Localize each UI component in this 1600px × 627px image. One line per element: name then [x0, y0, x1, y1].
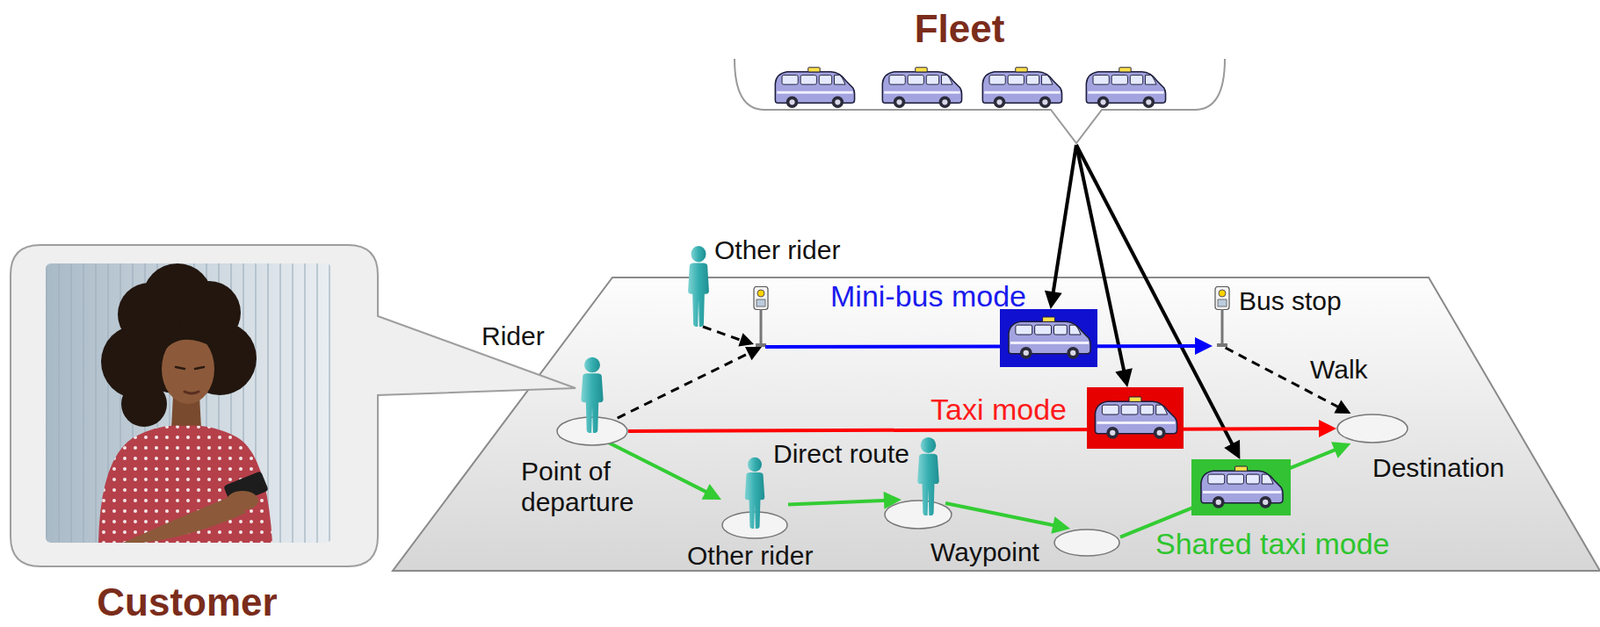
node-shape [1086, 387, 1184, 449]
bus-stop-icon [1212, 286, 1232, 348]
callout-outline [10, 245, 576, 567]
point-ellipse [1337, 414, 1408, 443]
connector-line [617, 352, 753, 419]
arrowhead [1194, 337, 1213, 355]
node-label: Destination [1372, 453, 1445, 485]
rider-figure [580, 357, 603, 434]
arrowhead [1114, 368, 1133, 388]
node-label: Shared taxi mode [1155, 527, 1255, 562]
node-shape [1336, 413, 1409, 444]
arrowhead [702, 484, 722, 500]
arrowhead [1333, 400, 1351, 414]
connector [1076, 144, 1240, 460]
node-label: Bus stop [1238, 286, 1342, 318]
rider-figure [917, 437, 940, 516]
text-label: Rider [481, 321, 545, 353]
connector-line [945, 503, 1058, 527]
connector-line [1120, 448, 1340, 538]
car-icon [882, 67, 962, 109]
ground-plane [392, 277, 1600, 572]
arrowhead [1318, 419, 1337, 438]
arrowhead [1331, 441, 1351, 459]
car-icon [1201, 466, 1283, 509]
connector [788, 492, 1071, 535]
customer-photo [45, 263, 332, 543]
node-shape [1191, 459, 1291, 516]
bus-stop-icon [1215, 287, 1230, 348]
rider-label: Other rider [714, 235, 840, 267]
connector-line [788, 500, 889, 506]
node-label: Point of departure [521, 456, 645, 518]
car-icon [1085, 67, 1166, 109]
mode-box: Shared taxi mode [1191, 459, 1291, 516]
arrowhead [745, 347, 762, 361]
walk-arrow [702, 326, 754, 347]
node-label: Waypoint [930, 537, 998, 569]
text-label: Direct route [773, 439, 910, 471]
node-label: Mini-bus mode [830, 279, 928, 314]
connector-line [606, 441, 710, 494]
car-icon [982, 67, 1062, 109]
node-label: Fleet [714, 7, 1205, 51]
waypoint: Waypoint [1053, 528, 1121, 558]
bus-stop-icon [753, 287, 768, 348]
rider-figure [745, 457, 765, 529]
car-icon [1008, 317, 1091, 360]
node-shape [1053, 528, 1121, 558]
mode-box: Mini-bus mode [999, 309, 1098, 368]
arrowhead [883, 492, 902, 510]
car-icon [774, 67, 855, 109]
car-icon [1094, 397, 1177, 440]
pickup-point: Other rider [721, 456, 789, 540]
connector-line [1052, 144, 1077, 297]
destination-point: Destination [1336, 413, 1409, 444]
bus-stop: Bus stop [1212, 286, 1342, 348]
node-label: Taxi mode [930, 392, 1028, 428]
node-label: Other rider [687, 541, 754, 572]
route-label: Direct route [773, 439, 910, 471]
connector-label: Walk [1310, 354, 1369, 386]
rider-label: Rider [481, 321, 545, 353]
node-shape [999, 309, 1098, 368]
departure-point: Point of departure [556, 416, 629, 447]
rider-figure [687, 246, 710, 327]
mode-box: Taxi mode [1086, 387, 1184, 449]
connector-line [765, 346, 1200, 348]
connector [1044, 144, 1077, 310]
node-shape [734, 56, 1225, 145]
connector [1120, 441, 1351, 537]
fleet-tray: Fleet [734, 56, 1225, 145]
arrowhead [1050, 516, 1071, 535]
fleet-bracket [734, 58, 1225, 144]
arrowhead [1044, 290, 1063, 310]
node-shape [556, 416, 629, 447]
point-ellipse [1054, 529, 1120, 557]
point-ellipse [722, 512, 788, 539]
arrowhead [1223, 440, 1240, 460]
edge-label: Walk [1310, 354, 1369, 386]
text-label: Other rider [714, 235, 840, 267]
point-ellipse [557, 417, 628, 446]
stop-ellipse [884, 500, 952, 529]
connector-line [628, 428, 1324, 432]
node-shape [721, 456, 789, 540]
node-label: Customer [3, 583, 371, 623]
